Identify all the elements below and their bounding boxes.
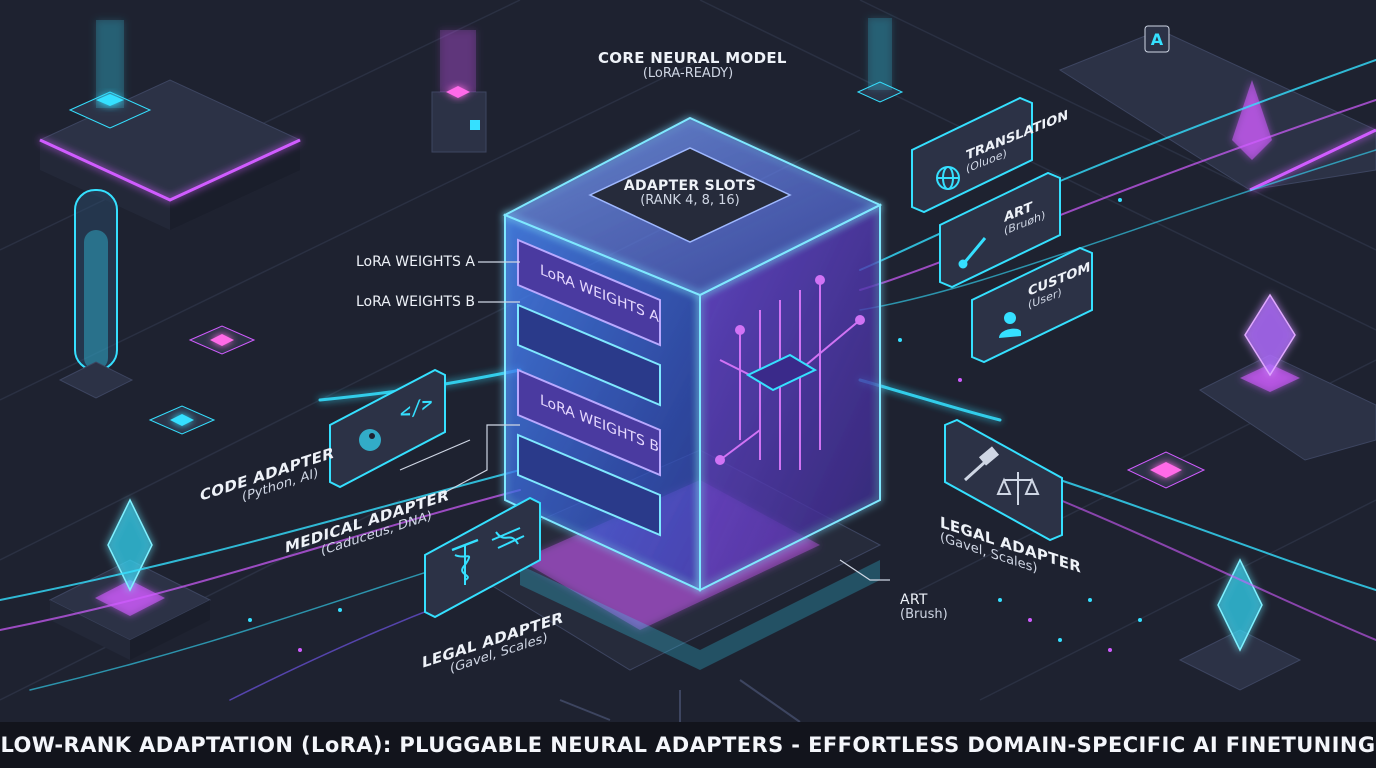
adapter-slots-panel	[588, 147, 792, 243]
adapter-slots-label: ADAPTER SLOTS (RANK 4, 8, 16)	[610, 178, 770, 209]
caduceus-icon	[451, 538, 479, 585]
user-icon	[999, 312, 1021, 338]
custom-card[interactable]	[971, 246, 1093, 364]
crystal-icon	[1244, 293, 1296, 377]
crystal-icon	[1217, 558, 1263, 652]
gavel-icon	[963, 446, 1000, 482]
callout-weights-b: LoRA WEIGHTS B	[356, 294, 475, 310]
python-icon	[359, 429, 381, 451]
legal-adapter-card-right[interactable]	[944, 418, 1063, 542]
footer-banner: LOW-RANK ADAPTATION (LoRA): PLUGGABLE NE…	[0, 722, 1376, 768]
scales-icon	[996, 472, 1040, 505]
circuit-icon	[715, 275, 865, 470]
weight-slabs	[517, 238, 661, 537]
art-bottom-title: ART	[900, 592, 928, 608]
adapter-slots-subtitle: (RANK 4, 8, 16)	[640, 193, 740, 209]
core-model-title: CORE NEURAL MODEL	[598, 49, 787, 67]
slab-lora-weights-a	[517, 238, 661, 347]
code-adapter-card[interactable]: </>	[329, 368, 446, 489]
adapter-slots-title: ADAPTER SLOTS	[623, 178, 757, 194]
left-pillar-structure	[38, 20, 302, 435]
brush-icon	[958, 237, 987, 269]
callout-weights-a: LoRA WEIGHTS A	[356, 254, 475, 270]
crystal-icon	[107, 498, 153, 592]
tower-badge: A	[1151, 30, 1164, 49]
dna-icon	[491, 527, 525, 549]
art-bottom-label: ART (Brush)	[900, 592, 948, 623]
medical-legal-card[interactable]	[424, 496, 541, 619]
particles	[248, 198, 1142, 652]
translation-card[interactable]	[911, 96, 1033, 214]
globe-icon	[936, 166, 960, 190]
right-crystals	[1126, 293, 1376, 691]
core-model-subtitle: (LoRA-READY)	[642, 66, 734, 82]
core-model-label: CORE NEURAL MODEL (LoRA-READY)	[598, 49, 787, 82]
art-card[interactable]	[939, 171, 1061, 289]
art-bottom-subtitle: (Brush)	[900, 607, 948, 623]
core-cube	[502, 116, 883, 670]
slab-lora-weights-b	[517, 368, 661, 477]
top-module	[431, 18, 904, 153]
left-crystal-pedestal	[48, 498, 212, 660]
callout-lines	[399, 261, 890, 581]
